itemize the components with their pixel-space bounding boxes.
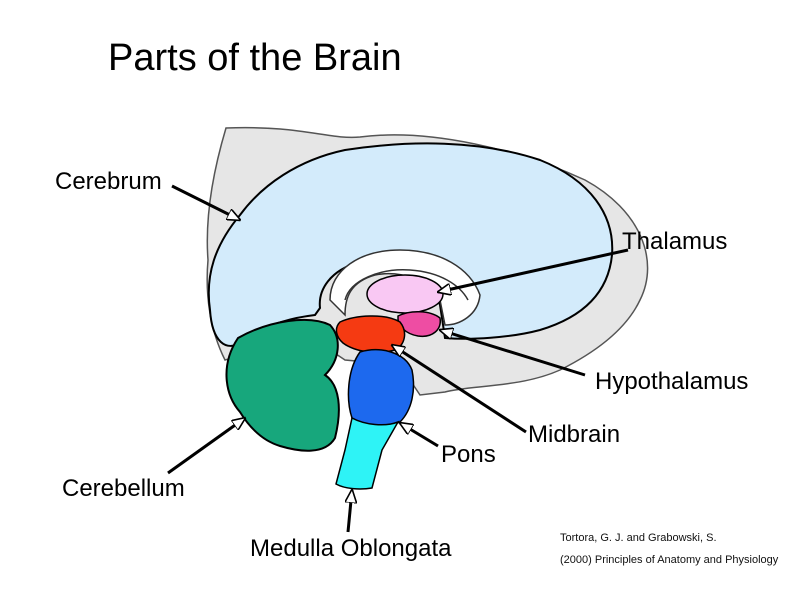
cerebellum-label: Cerebellum (62, 475, 185, 502)
cerebrum-arrow (171, 184, 240, 220)
pons-region (347, 349, 415, 427)
hypothalamus-arrow (440, 330, 586, 377)
midbrain-label: Midbrain (528, 421, 621, 448)
pons-label: Pons (441, 441, 496, 468)
page-title: Parts of the Brain (108, 37, 402, 79)
hypothalamus-label: Hypothalamus (595, 368, 749, 395)
citation-source: (2000) Principles of Anatomy and Physiol… (560, 554, 779, 566)
cerebellum-arrow (167, 418, 245, 475)
thalamus-region (366, 274, 444, 314)
thalamus-label: Thalamus (622, 228, 728, 255)
midbrain-arrow (392, 345, 527, 434)
cerebellum-region (225, 318, 340, 452)
pons-arrow (400, 423, 439, 448)
thalamus-arrow (438, 248, 629, 292)
cerebrum-label: Cerebrum (55, 168, 162, 195)
inner-fold (329, 249, 481, 326)
citation-authors: Tortora, G. J. and Grabowski, S. (560, 532, 717, 544)
medulla-arrow (348, 490, 352, 533)
medulla-region (335, 416, 400, 490)
medulla-label: Medulla Oblongata (250, 535, 452, 562)
